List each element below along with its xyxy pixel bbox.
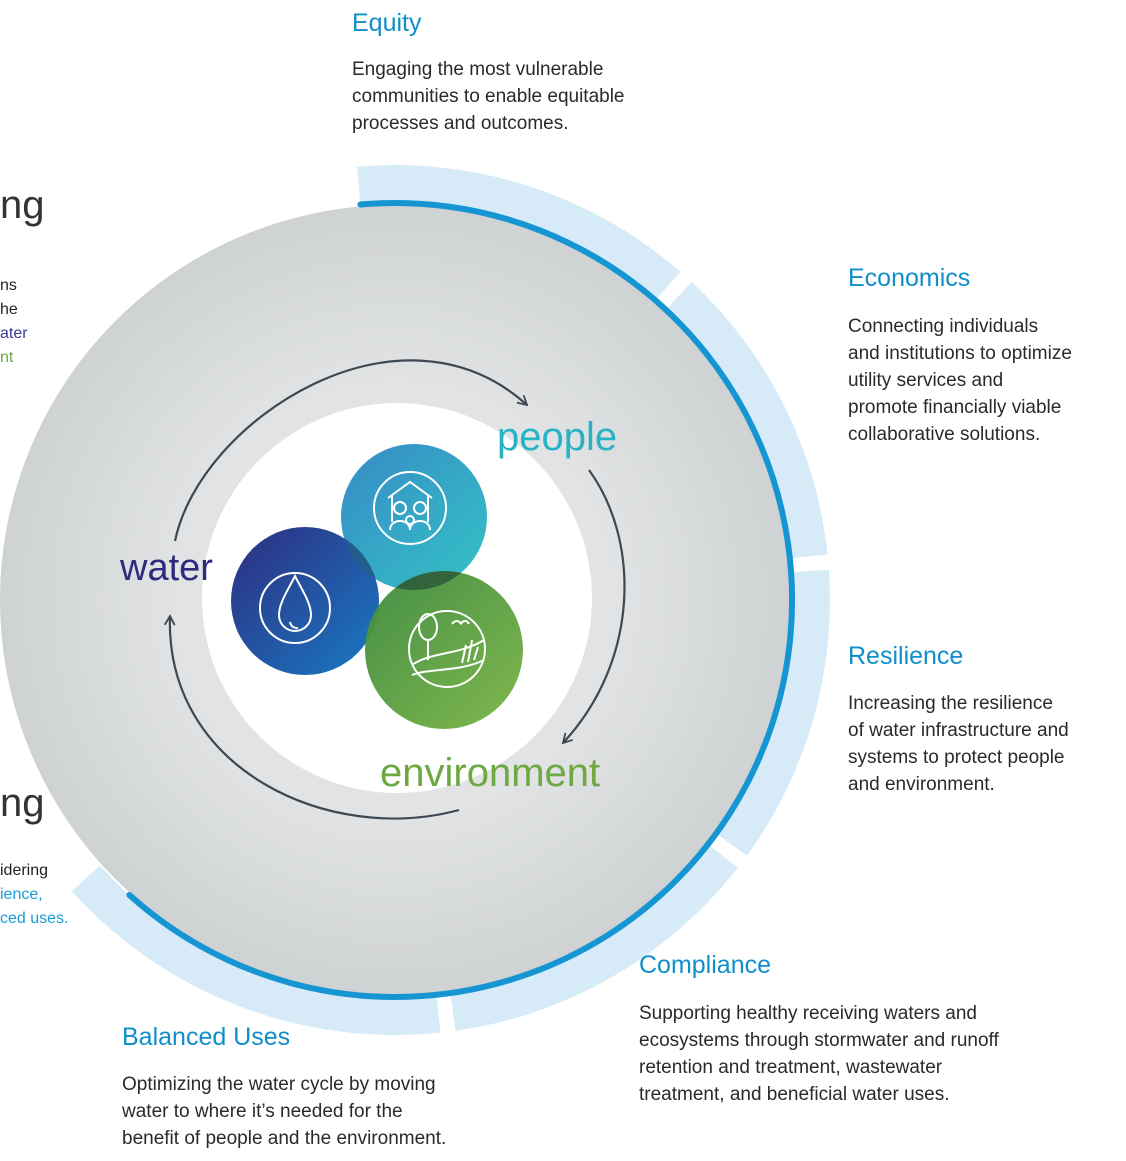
balanced-uses-description: Optimizing the water cycle by moving wat… xyxy=(122,1071,446,1152)
compliance-line: ecosystems through stormwater and runoff xyxy=(639,1030,999,1051)
resilience-description: Increasing the resilience of water infra… xyxy=(848,690,1069,798)
resilience-ring-segment xyxy=(716,569,830,856)
people-label: people xyxy=(497,415,618,459)
left-environment-word-fragment: nt xyxy=(0,349,14,366)
resilience-line: systems to protect people xyxy=(848,747,1065,768)
compliance-line: retention and treatment, wastewater xyxy=(639,1057,943,1078)
left-water-word-fragment: ater xyxy=(0,325,28,342)
resilience-line: and environment. xyxy=(848,774,995,795)
left-blue-text-fragment: ience, xyxy=(0,886,43,903)
equity-line: processes and outcomes. xyxy=(352,113,569,134)
compliance-line: Supporting healthy receiving waters and xyxy=(639,1003,977,1024)
economics-line: utility services and xyxy=(848,370,1004,391)
left-heading-top-fragment: ng xyxy=(0,183,45,227)
balanced-uses-line: benefit of people and the environment. xyxy=(122,1128,447,1149)
compliance-line: treatment, and beneficial water uses. xyxy=(639,1084,950,1105)
left-blue-text-fragment: ced uses. xyxy=(0,910,69,927)
water-drop-icon xyxy=(259,572,331,644)
left-text-fragment: he xyxy=(0,301,18,318)
resilience-title: Resilience xyxy=(848,642,964,670)
highlight-arc xyxy=(126,199,796,1000)
balanced-uses-line: Optimizing the water cycle by moving xyxy=(122,1074,436,1095)
balanced-uses-line: water to where it’s needed for the xyxy=(122,1101,403,1122)
arrow-people-to-environment xyxy=(561,469,626,745)
compliance-description: Supporting healthy receiving waters and … xyxy=(639,1000,999,1108)
environment-circle xyxy=(365,571,523,729)
left-text-fragment: ns xyxy=(0,277,17,294)
left-heading-bottom-fragment: ng xyxy=(0,781,45,825)
water-label: water xyxy=(120,547,213,589)
balanced-uses-ring-segment xyxy=(71,865,441,1035)
resilience-line: of water infrastructure and xyxy=(848,720,1069,741)
equity-description: Engaging the most vulnerable communities… xyxy=(352,56,625,137)
balanced-uses-title: Balanced Uses xyxy=(122,1023,291,1051)
economics-line: promote financially viable xyxy=(848,397,1062,418)
environment-label: environment xyxy=(380,751,601,795)
equity-ring-segment xyxy=(357,165,681,301)
cycle-arrows xyxy=(163,359,626,820)
arrow-water-to-people xyxy=(173,359,529,542)
economics-line: collaborative solutions. xyxy=(848,424,1041,445)
economics-line: and institutions to optimize xyxy=(848,343,1072,364)
equity-line: communities to enable equitable xyxy=(352,86,625,107)
equity-title: Equity xyxy=(352,9,422,37)
arrow-environment-to-water xyxy=(163,614,460,820)
left-text-fragment: idering xyxy=(0,862,49,879)
family-house-icon xyxy=(373,471,447,545)
equity-line: Engaging the most vulnerable xyxy=(352,59,604,80)
landscape-tree-icon xyxy=(408,610,486,688)
resilience-line: Increasing the resilience xyxy=(848,693,1053,714)
compliance-title: Compliance xyxy=(639,951,772,979)
economics-line: Connecting individuals xyxy=(848,316,1039,337)
economics-title: Economics xyxy=(848,264,971,292)
economics-description: Connecting individuals and institutions … xyxy=(848,313,1072,448)
water-circle xyxy=(231,527,379,675)
